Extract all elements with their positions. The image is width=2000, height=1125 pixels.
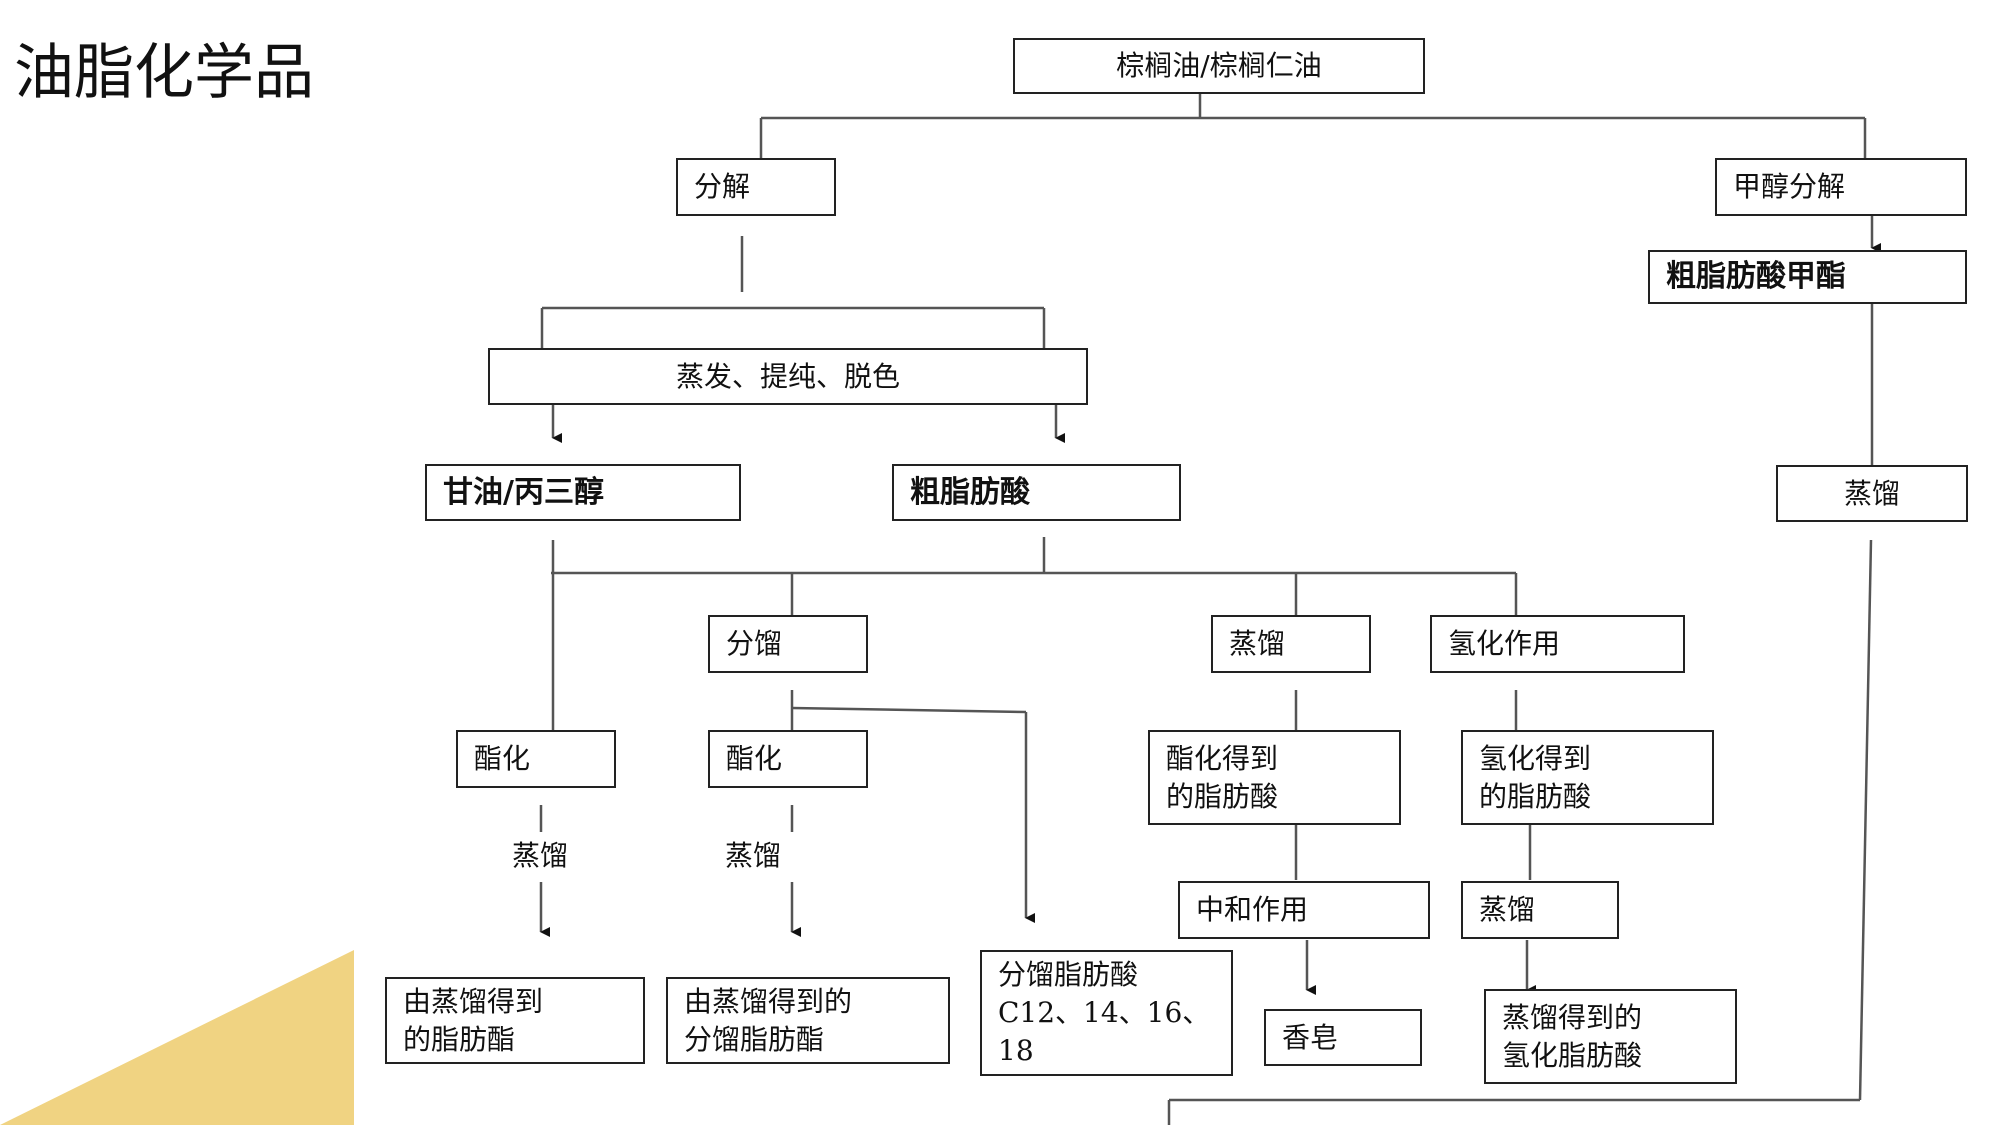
node-hydrogenation: 氢化作用 [1430,615,1685,673]
node-distill-mid: 蒸馏 [1211,615,1371,673]
label-distill-left: 蒸馏 [512,839,569,872]
node-hydrogenated-acid: 氢化得到 的脂肪酸 [1461,730,1714,825]
node-split: 分解 [676,158,836,216]
node-distilled-hydro-acid: 蒸馏得到的 氢化脂肪酸 [1484,989,1737,1084]
node-distilled-ester-line1: 由蒸馏得到 [403,984,544,1018]
node-evaporate: 蒸发、提纯、脱色 [488,348,1088,405]
node-soap: 香皂 [1264,1009,1422,1066]
node-source: 棕榈油/棕榈仁油 [1013,38,1425,94]
node-esterified-acid-line1: 酯化得到 [1166,741,1279,775]
node-hydrogenated-acid-line1: 氢化得到 [1479,741,1592,775]
node-fractionated-acid-line3: 18 [998,1034,1034,1067]
node-fractionated-acid-line1: 分馏脂肪酸 [998,958,1139,991]
node-distill-right: 蒸馏 [1776,465,1968,522]
node-fractionation: 分馏 [708,615,868,673]
node-distilled-frac-ester-line1: 由蒸馏得到的 [684,984,853,1018]
node-methanolysis: 甲醇分解 [1715,158,1967,216]
node-distilled-frac-ester-line2: 分馏脂肪酯 [684,1022,825,1056]
page-title: 油脂化学品 [14,38,314,108]
node-distill-box: 蒸馏 [1461,881,1619,939]
yellow-triangle [0,950,354,1125]
node-distilled-hydro-acid-line2: 氢化脂肪酸 [1502,1038,1643,1072]
edge-frac-side [791,706,1027,714]
node-esterified-acid-line2: 的脂肪酸 [1166,779,1279,813]
node-esterify-left: 酯化 [456,730,616,788]
node-fractionated-acid-line2: C12、14、16、 [998,996,1211,1029]
node-neutralization: 中和作用 [1178,881,1430,939]
node-distilled-ester-line2: 的脂肪酯 [403,1022,516,1056]
node-crude-fatty-acid: 粗脂肪酸 [892,464,1181,521]
node-glycerol: 甘油/丙三醇 [425,464,741,521]
edge-distill-long [1858,539,1873,1101]
node-esterify-mid: 酯化 [708,730,868,788]
node-fractionated-acid: 分馏脂肪酸 C12、14、16、 18 [980,950,1233,1076]
node-distilled-hydro-acid-line1: 蒸馏得到的 [1502,1000,1643,1034]
node-hydrogenated-acid-line2: 的脂肪酸 [1479,779,1592,813]
node-esterified-acid: 酯化得到 的脂肪酸 [1148,730,1401,825]
node-distilled-frac-ester: 由蒸馏得到的 分馏脂肪酯 [666,977,950,1064]
node-distilled-ester: 由蒸馏得到 的脂肪酯 [385,977,645,1064]
label-distill-mid: 蒸馏 [725,839,782,872]
node-crude-methyl-ester: 粗脂肪酸甲酯 [1648,250,1967,304]
